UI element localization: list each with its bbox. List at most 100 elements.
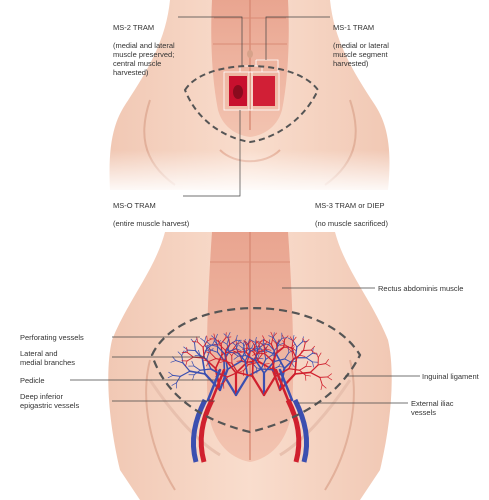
left-external-iliac-vessels <box>190 398 215 463</box>
vessel-branch <box>239 355 243 361</box>
vessel-branch <box>271 365 280 371</box>
vessel-branch <box>257 352 260 359</box>
vessel-branch <box>245 351 254 362</box>
vessel-branch <box>258 361 274 371</box>
top-perforator-spot <box>233 85 243 99</box>
label-ms1-tram: MS-1 TRAM (medial or lateral muscle segm… <box>333 14 389 77</box>
vessel-branch <box>296 341 303 348</box>
vessel-branch <box>212 339 216 345</box>
vessel-branch <box>305 352 313 359</box>
vessel-branch <box>220 343 223 356</box>
vessel-branch <box>204 336 207 342</box>
vessel-branch <box>319 376 323 386</box>
vessel-branch <box>226 338 229 345</box>
vessel-branch <box>211 335 216 340</box>
vessel-branch <box>206 368 222 402</box>
label-external-iliac-vessels: External iliac vessels <box>411 399 454 417</box>
vessel-branch <box>263 341 268 347</box>
vessel-branch <box>225 360 237 374</box>
vessel-branch <box>268 344 275 352</box>
vessel-branch <box>209 347 211 354</box>
vessel-branch <box>229 341 235 345</box>
vessel-branch <box>305 361 309 367</box>
vessel-branch <box>204 341 208 350</box>
vessel-branch <box>228 338 231 345</box>
vessel-branch <box>193 365 201 371</box>
top-segment-outline-right <box>248 71 280 111</box>
vessel-branch <box>253 348 258 354</box>
top-bracket-ms1 <box>255 59 279 72</box>
vessel-branch <box>317 352 322 358</box>
vessel-branch <box>299 365 307 371</box>
top-fade <box>100 150 400 195</box>
vessel-branch <box>281 337 288 339</box>
vessel-branch <box>291 340 294 350</box>
vessel-branch <box>216 351 225 362</box>
vessel-branch <box>245 354 257 361</box>
top-segment-outline-left <box>223 71 253 111</box>
vessel-branch <box>320 384 323 391</box>
vessel-branch <box>292 354 301 360</box>
vessel-branch <box>260 358 267 370</box>
vessel-branch <box>216 345 226 355</box>
vessel-branch <box>197 349 201 356</box>
right-external-iliac-vessels <box>285 398 310 463</box>
vessel-branch <box>251 375 266 397</box>
bottom-left-thigh-contour <box>145 359 176 491</box>
vessel-branch <box>202 346 205 359</box>
vessel-branch <box>251 360 254 378</box>
label-lateral-medial-branches: Lateral and medial branches <box>20 349 76 367</box>
vessel-branch <box>167 375 174 379</box>
vessel-branch <box>258 350 268 353</box>
vessel-branch <box>206 335 208 342</box>
vessel-branch <box>203 357 217 370</box>
ms2-segment <box>253 76 275 106</box>
vessel-branch <box>299 369 306 376</box>
top-torso-illustration <box>100 0 400 195</box>
vessel-branch <box>192 374 195 381</box>
vessel-branch <box>317 363 326 366</box>
vessel-branch <box>292 336 297 342</box>
vessel-branch <box>199 368 212 371</box>
vessel-branch <box>175 375 181 384</box>
vessel-branch <box>210 352 217 360</box>
vessel-branch <box>252 352 258 356</box>
left-inguinal-ligament <box>148 379 221 457</box>
vessel-branch <box>243 340 248 346</box>
vessel-branch <box>276 339 281 345</box>
vessel-branch <box>197 341 204 348</box>
vessel-branch <box>226 360 242 371</box>
vessel-branch <box>231 350 235 357</box>
vessel-branch <box>275 343 278 352</box>
vessel-branch <box>288 358 294 370</box>
vessel-branch <box>257 353 263 361</box>
vessel-branch <box>227 351 233 357</box>
vessel-branch <box>265 344 269 350</box>
vessel-branch <box>196 336 199 343</box>
vessel-branch <box>311 347 314 354</box>
vessel-branch <box>225 348 231 353</box>
label-pedicle: Pedicle <box>20 376 45 385</box>
vessel-branch <box>247 347 255 353</box>
vessel-branch <box>181 350 185 356</box>
label-ms1-desc: (medial or lateral muscle segment harves… <box>333 41 389 68</box>
vessel-branch <box>219 360 226 364</box>
vessel-branch <box>263 363 270 365</box>
vessel-branch <box>209 344 218 347</box>
leader-lines <box>70 16 420 404</box>
vessel-branch <box>208 358 217 362</box>
label-ms0-tram: MS-O TRAM (entire muscle harvest) <box>113 192 189 237</box>
vessel-branch <box>254 359 265 374</box>
vessel-branch <box>262 335 266 341</box>
vessel-branch <box>244 360 249 378</box>
vessel-branch <box>186 356 194 362</box>
label-ms2-tram: MS-2 TRAM (medial and lateral muscle pre… <box>113 14 175 86</box>
vessel-branch <box>231 362 239 374</box>
label-inguinal-ligament: Inguinal ligament <box>422 372 479 381</box>
vessel-branch <box>262 375 277 397</box>
vessel-branch <box>276 346 284 352</box>
vessel-branch <box>303 342 306 351</box>
label-deep-inferior-epigastric: Deep inferior epigastric vessels <box>20 392 80 410</box>
vessel-branch <box>177 351 183 356</box>
